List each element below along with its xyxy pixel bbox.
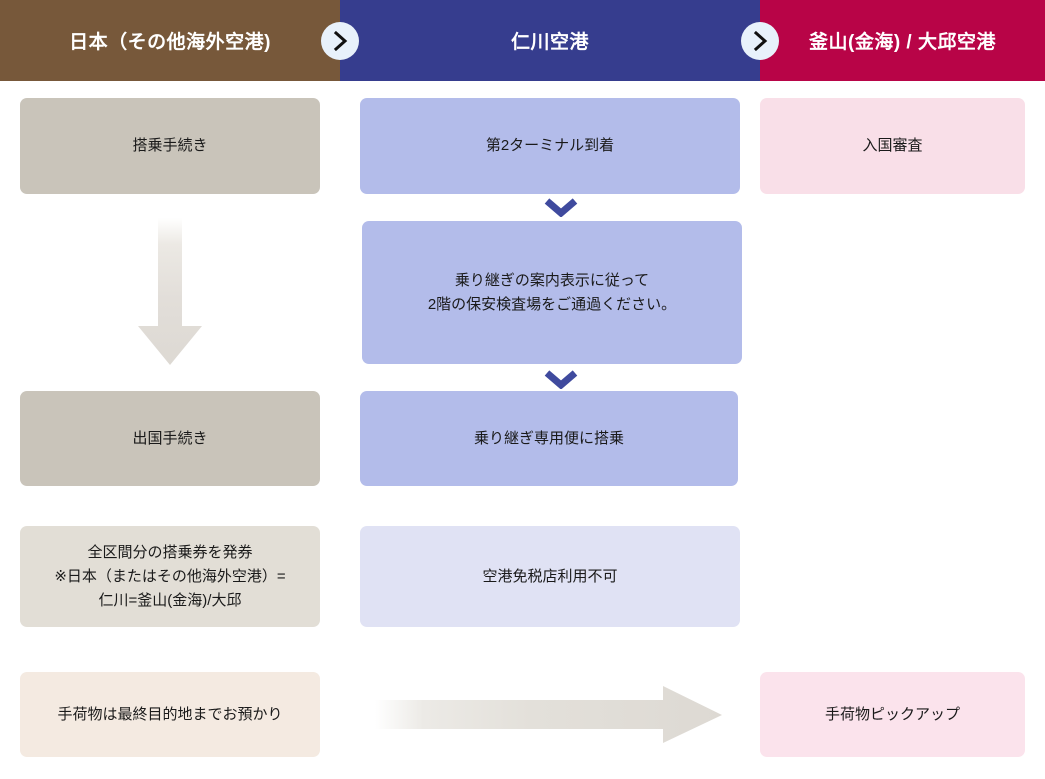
chevron-right-icon [741, 22, 779, 60]
step-label-connecting-flight: 乗り継ぎ専用便に搭乗 [473, 429, 624, 447]
step-label-checkin: 搭乗手続き [132, 137, 208, 154]
step-box-duty-free: 空港免税店利用不可 [360, 526, 740, 627]
step-label-baggage-checked: 手荷物は最終目的地までお預かり [57, 705, 283, 723]
header-segment-origin: 日本（その他海外空港) [0, 0, 340, 81]
step-box-baggage-pickup: 手荷物ピックアップ [760, 672, 1025, 757]
step-box-baggage-checked: 手荷物は最終目的地までお預かり [20, 672, 320, 757]
step-label-immigration: 入国審査 [862, 137, 923, 154]
chevron-down-icon [542, 366, 580, 392]
header-label-destination: 釜山(金海) / 大邱空港 [809, 32, 996, 53]
arrow-right-icon [375, 686, 723, 744]
header-label-origin: 日本（その他海外空港) [69, 32, 271, 53]
chevron-down-icon [542, 194, 580, 220]
step-box-transit-security: 乗り継ぎの案内表示に従って 2階の保安検査場をご通過ください。 [362, 221, 742, 364]
step-box-departure: 出国手続き [20, 391, 320, 486]
step-label-boarding-pass: 全区間分の搭乗券を発券 ※日本（またはその他海外空港）= 仁川=釜山(金海)/大… [54, 543, 286, 609]
step-label-duty-free: 空港免税店利用不可 [482, 567, 618, 585]
step-label-departure: 出国手続き [132, 429, 208, 447]
header-segment-destination: 釜山(金海) / 大邱空港 [760, 0, 1045, 81]
step-box-connecting-flight: 乗り継ぎ専用便に搭乗 [360, 391, 738, 486]
step-box-checkin: 搭乗手続き [20, 98, 320, 194]
step-label-terminal-arrival: 第2ターミナル到着 [485, 137, 615, 154]
chevron-right-icon [321, 22, 359, 60]
step-label-baggage-pickup: 手荷物ピックアップ [824, 705, 960, 723]
arrow-down-icon [137, 218, 203, 366]
step-box-terminal-arrival: 第2ターミナル到着 [360, 98, 740, 194]
header-segment-hub: 仁川空港 [340, 0, 760, 81]
step-label-transit-security: 乗り継ぎの案内表示に従って 2階の保安検査場をご通過ください。 [427, 271, 677, 313]
route-header-band: 日本（その他海外空港) 仁川空港 釜山(金海) / 大邱空港 [0, 0, 1045, 81]
header-label-hub: 仁川空港 [510, 32, 589, 53]
step-box-immigration: 入国審査 [760, 98, 1025, 194]
step-box-boarding-pass: 全区間分の搭乗券を発券 ※日本（またはその他海外空港）= 仁川=釜山(金海)/大… [20, 526, 320, 627]
